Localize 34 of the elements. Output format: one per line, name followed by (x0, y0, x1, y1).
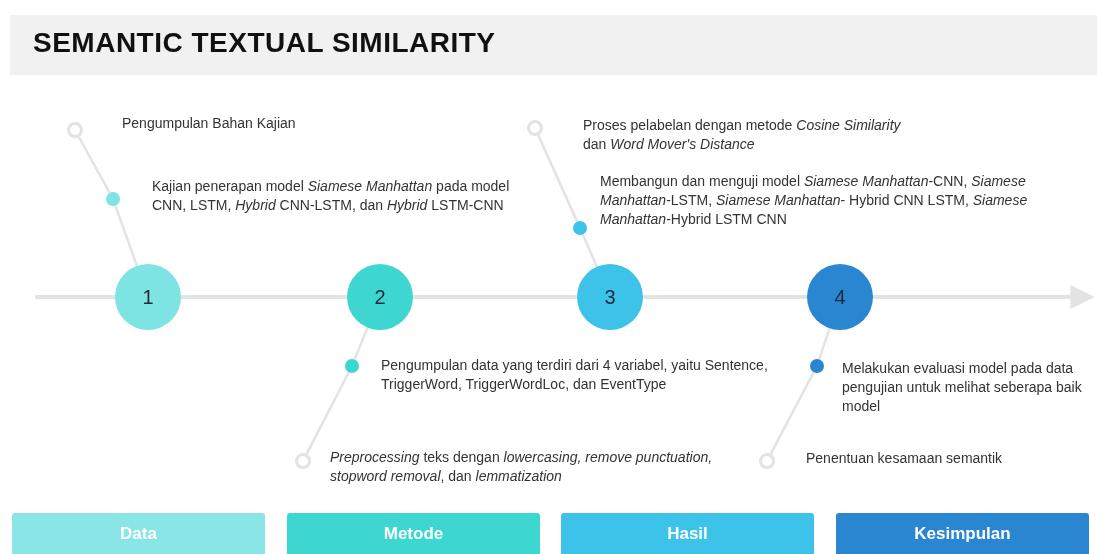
leader-line (818, 327, 831, 360)
step-description: Pengumpulan Bahan Kajian (122, 114, 297, 133)
leader-line (77, 136, 111, 194)
step-description: Proses pelabelan dengan metode Cosine Similarity dan Word Mover's Distance (583, 116, 902, 154)
phase-bar: Metode (287, 513, 540, 554)
dot-marker (573, 221, 587, 235)
leader-line (769, 371, 815, 455)
step-description: Pengumpulan data yang terdiri dari 4 variabel, yaitu Sentence, TriggerWord, TriggerWordLoc, dan EventType (381, 356, 769, 394)
step-description: Penentuan kesamaan semantik (806, 449, 1004, 468)
dot-marker (810, 359, 824, 373)
leader-line (353, 327, 369, 360)
step-circle: 4 (807, 264, 873, 330)
phase-bar: Hasil (561, 513, 814, 554)
step-description: Kajian penerapan model Siamese Manhattan pada model CNN, LSTM, Hybrid CNN-LSTM, dan Hybrid LSTM-CNN (152, 177, 511, 215)
leader-line (305, 371, 350, 455)
dot-marker (106, 192, 120, 206)
phase-bar: Kesimpulan (836, 513, 1089, 554)
leader-line (537, 134, 579, 223)
step-circle: 3 (577, 264, 643, 330)
step-description: Preprocessing teks dengan lowercasing, remove punctuation, stopword removal, dan lemmatization (330, 448, 714, 486)
step-description: Membangun dan menguji model Siamese Manhattan-CNN, Siamese Manhattan-LSTM, Siamese Manhattan- Hybrid CNN LSTM, Siamese Manhattan-Hybrid LSTM CNN (600, 172, 1029, 229)
dot-marker (67, 122, 83, 138)
timeline-arrow (873, 285, 1095, 309)
leader-line (581, 233, 598, 268)
step-circle: 2 (347, 264, 413, 330)
step-circle: 1 (115, 264, 181, 330)
dot-marker (295, 453, 311, 469)
dot-marker (345, 359, 359, 373)
phase-bar: Data (12, 513, 265, 554)
dot-marker (759, 453, 775, 469)
title: SEMANTIC TEXTUAL SIMILARITY (33, 27, 496, 59)
leader-line (114, 205, 139, 267)
dot-marker (527, 120, 543, 136)
step-description: Melakukan evaluasi model pada data pengujian untuk melihat seberapa baik model (842, 359, 1083, 416)
